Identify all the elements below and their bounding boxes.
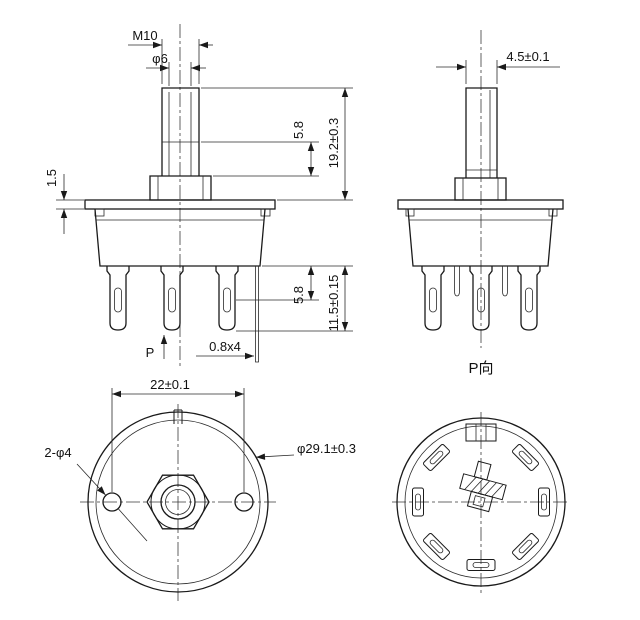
dim-shaft-width-label: 4.5±0.1 [506, 49, 549, 64]
front-shaft-outline [161, 87, 200, 176]
dim-terminal-slot-label: 5.8 [291, 286, 306, 304]
mounting-hole-left [102, 492, 122, 512]
dim-flange-thickness-label: 1.5 [44, 169, 59, 187]
terminal-slots [412, 444, 550, 571]
dim-body-diameter-label: φ29.1±0.3 [297, 441, 356, 456]
front-flange [84, 199, 276, 210]
front-flat-pin [255, 266, 259, 363]
body-inner-circle [95, 419, 261, 585]
mounting-hole-right [234, 492, 254, 512]
front-bushing [149, 175, 212, 201]
side-flange [397, 199, 564, 210]
dim-overall-height-label: 19.2±0.3 [326, 118, 341, 169]
p-direction-view-label: P向 [468, 360, 493, 377]
dim-upper-shaft-label: 5.8 [291, 121, 306, 139]
front-terminals [106, 266, 259, 363]
hex-nut [146, 474, 210, 530]
side-dimension-lines [436, 60, 560, 84]
mounting-dimension-lines [76, 388, 295, 542]
side-terminals [421, 266, 541, 331]
dim-thread-label: M10 [132, 28, 157, 43]
view-arrow-label: P [146, 345, 155, 360]
rotor-contacts [459, 460, 507, 513]
front-body [94, 208, 266, 267]
dim-terminal-length-label: 11.5±0.15 [326, 275, 341, 332]
front-view: M10 φ6 1.5 5.8 19.2±0.3 5.8 11.5±0.15 P … [44, 24, 353, 368]
terminal-face-inner-circle [404, 425, 558, 579]
dim-hole-spacing-label: 22±0.1 [150, 377, 190, 392]
dim-shaft-diameter-label: φ6 [152, 51, 168, 66]
dim-mounting-holes-label: 2-φ4 [44, 445, 71, 460]
side-view: 4.5±0.1 P向 [397, 30, 564, 377]
body-outer-circle [87, 411, 269, 593]
side-shaft-outline [465, 87, 498, 178]
dim-terminal-section-label: 0.8x4 [209, 339, 241, 354]
front-dimension-lines [56, 39, 353, 360]
side-body [407, 208, 554, 267]
locating-lug [465, 423, 497, 442]
shaft-circle [160, 484, 196, 520]
terminal-face-outer-circle [396, 417, 566, 587]
p-direction-view [392, 412, 570, 596]
mounting-face-view: 22±0.1 2-φ4 φ29.1±0.3 [44, 377, 356, 601]
